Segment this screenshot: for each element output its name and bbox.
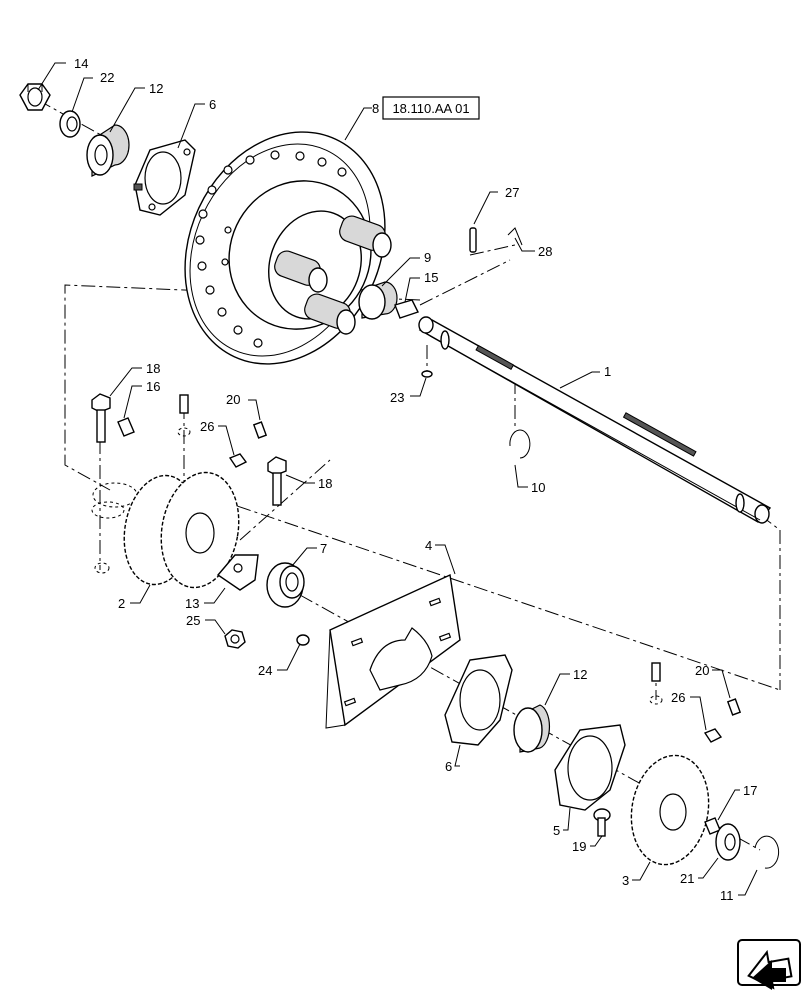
set-collar-part-26-right [703, 728, 723, 743]
callout-8: 8 [372, 101, 379, 116]
callout-21: 21 [680, 871, 694, 886]
callout-16: 16 [146, 379, 160, 394]
bolt-part-18-right [267, 456, 287, 506]
callout-2: 2 [118, 596, 125, 611]
callout-6-bottom: 6 [445, 759, 452, 774]
flange-plate-part-6-bottom [444, 654, 513, 746]
bearing-part-7 [266, 562, 305, 608]
screw-part-24 [296, 634, 310, 646]
setscrew-part-20-right [726, 698, 742, 716]
callout-13: 13 [185, 596, 199, 611]
key-part-15 [394, 299, 419, 319]
callout-12: 12 [149, 81, 163, 96]
spring-middle [274, 250, 328, 293]
shaft-part-1 [418, 316, 772, 524]
setscrew-right [649, 662, 663, 705]
spring-lower [304, 293, 356, 335]
pin-part-27 [469, 227, 477, 253]
next-page-arrow-icon[interactable] [737, 939, 801, 992]
reference-box[interactable]: 18.110.AA 01 [382, 96, 480, 120]
washer-part-22 [59, 110, 81, 138]
sprocket-part-3 [630, 754, 710, 866]
callout-12-bottom: 12 [573, 667, 587, 682]
callout-19: 19 [572, 839, 586, 854]
callout-27: 27 [505, 185, 519, 200]
callout-5: 5 [553, 823, 560, 838]
bearing-part-12-top [86, 124, 130, 177]
callout-18-left: 18 [146, 361, 160, 376]
spring-upper [339, 215, 392, 258]
callout-7: 7 [320, 541, 327, 556]
callout-25: 25 [186, 613, 200, 628]
spring-clip-part-28 [507, 227, 523, 246]
callout-18-right: 18 [318, 476, 332, 491]
callout-1: 1 [604, 364, 611, 379]
callout-22: 22 [100, 70, 114, 85]
setscrew-left [177, 394, 191, 437]
setscrew-part-20-left [252, 421, 268, 439]
mounting-plate-part-4 [325, 573, 461, 729]
key-part-16 [117, 417, 135, 437]
callout-26-right: 26 [671, 690, 685, 705]
callout-11: 11 [720, 888, 734, 903]
callout-20-left: 20 [226, 392, 240, 407]
castle-nut-part-14 [19, 83, 51, 111]
callout-26-left: 26 [200, 419, 214, 434]
carriage-bolt-part-19 [593, 808, 611, 837]
callout-labels: 14 22 12 6 8 27 28 9 15 1 23 18 16 20 26… [74, 56, 757, 903]
sheave-assembly-part-8 [184, 131, 392, 365]
flange-plate-part-6-top [133, 139, 196, 216]
callout-14: 14 [74, 56, 88, 71]
callout-9: 9 [424, 250, 431, 265]
reference-box-text: 18.110.AA 01 [392, 101, 469, 116]
callout-20-right: 20 [695, 663, 709, 678]
bushing-part-9 [358, 281, 398, 320]
bearing-part-12-bottom [513, 704, 551, 753]
washer-part-21 [715, 823, 741, 861]
callout-3: 3 [622, 873, 629, 888]
callout-10: 10 [531, 480, 545, 495]
callout-15: 15 [424, 270, 438, 285]
set-collar-part-26-left [228, 453, 248, 468]
clamp-part-13 [216, 554, 259, 591]
callout-23: 23 [390, 390, 404, 405]
sheave-holes [195, 150, 347, 348]
double-sprocket-part-2 [123, 471, 240, 589]
snap-ring-part-10 [509, 429, 531, 459]
nut-part-25 [224, 629, 246, 649]
screw-part-23 [421, 370, 433, 378]
flange-part-5 [554, 724, 626, 811]
callout-24: 24 [258, 663, 272, 678]
callout-17: 17 [743, 783, 757, 798]
bolt-part-18-left [91, 393, 111, 443]
leader-lines [37, 62, 758, 896]
callout-28: 28 [538, 244, 552, 259]
callout-4: 4 [425, 538, 432, 553]
callout-6: 6 [209, 97, 216, 112]
snap-ring-part-11 [754, 835, 780, 869]
